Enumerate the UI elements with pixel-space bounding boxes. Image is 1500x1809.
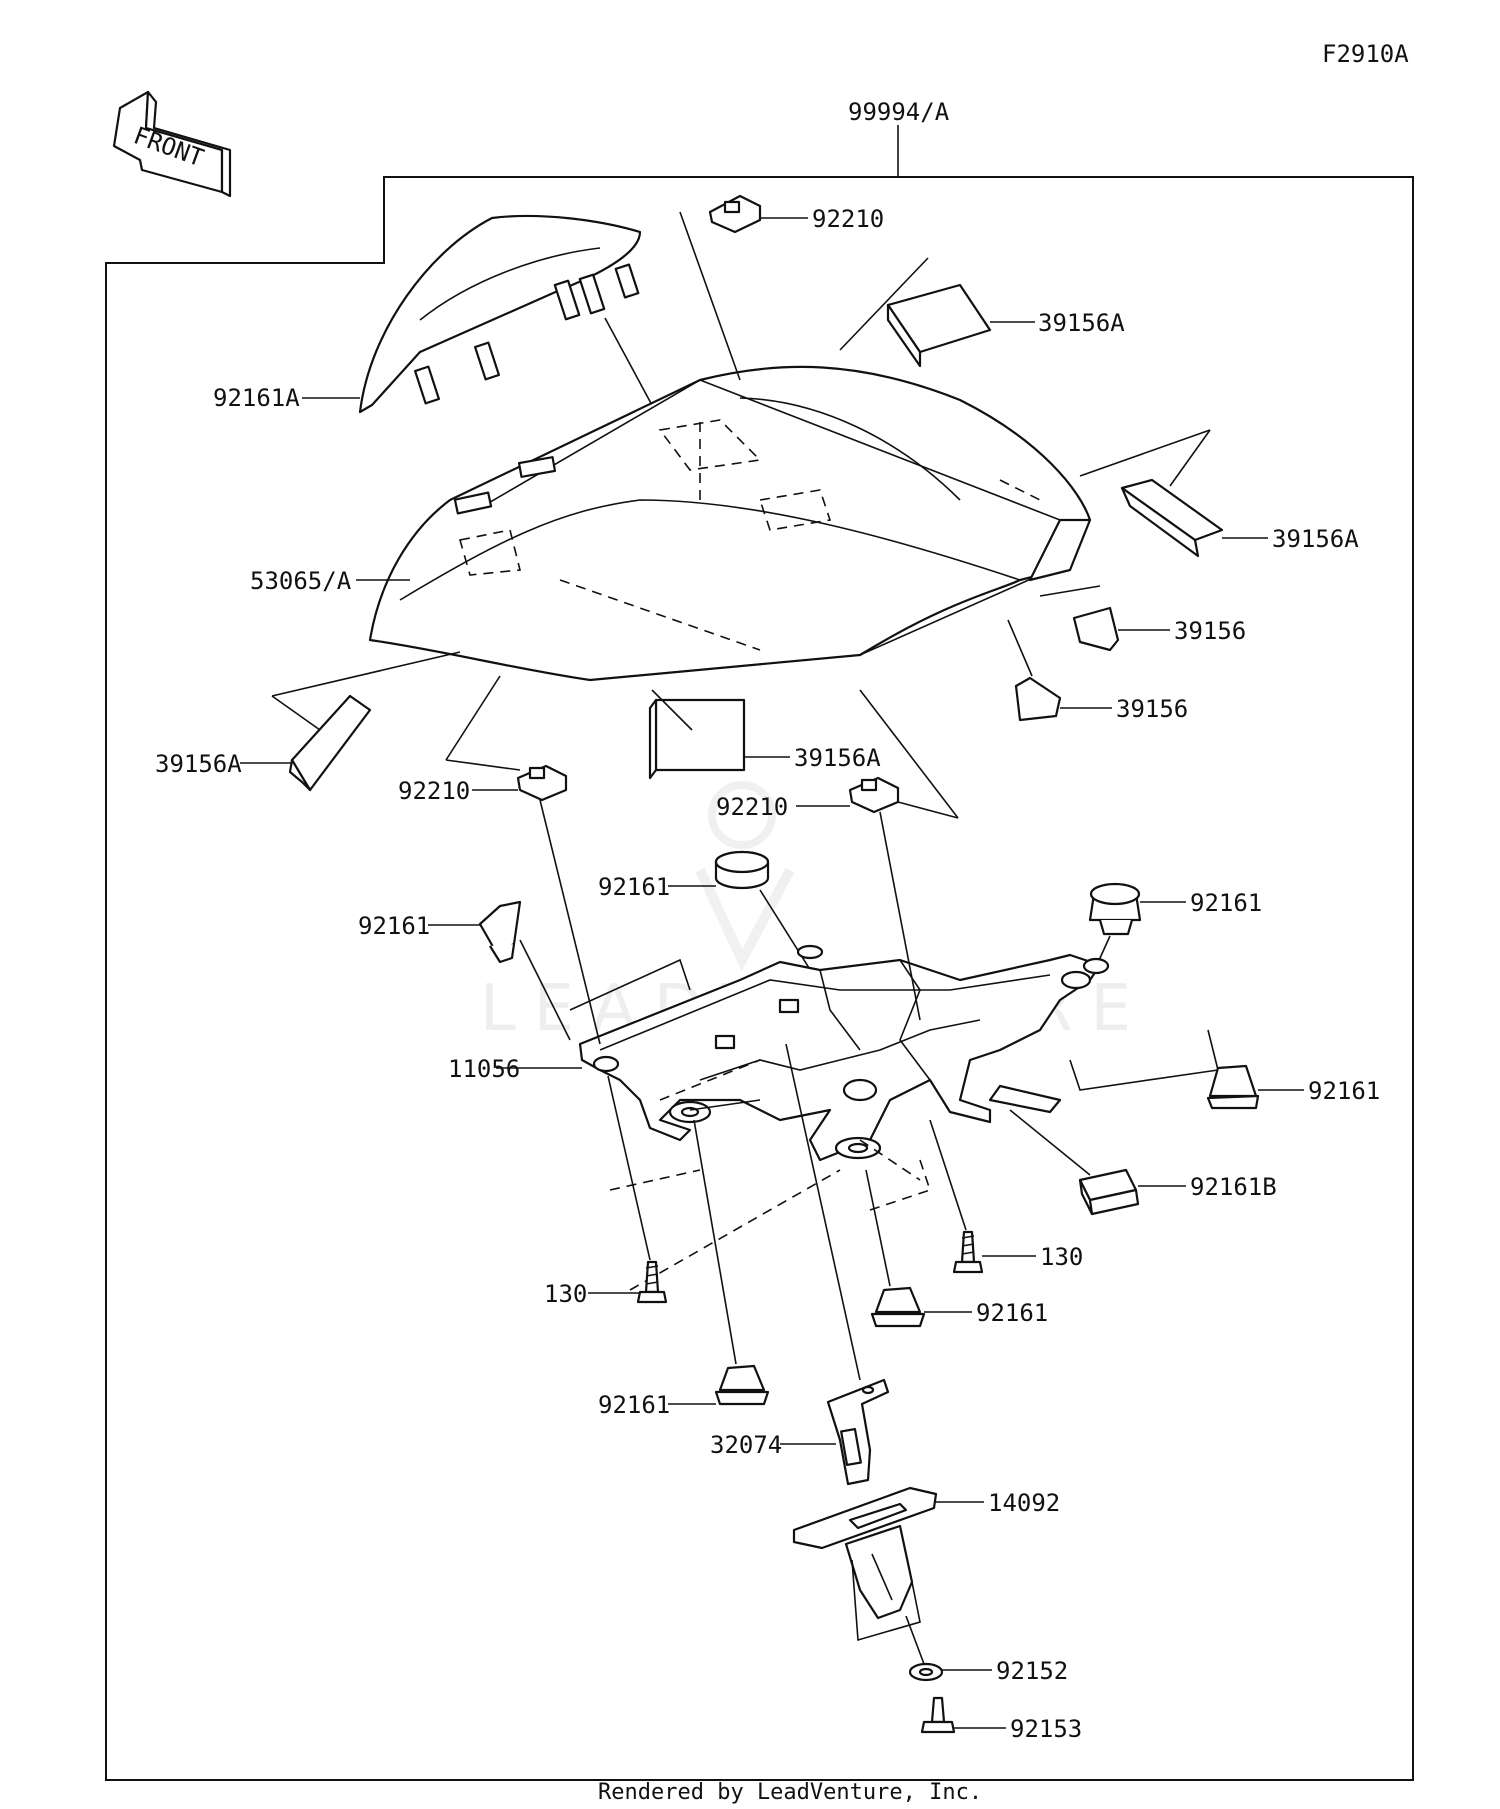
clip-92210-left <box>516 764 568 802</box>
callout-92161B: 92161B <box>1190 1173 1277 1201</box>
pad-39156-a <box>1072 606 1120 652</box>
pad-39156A-upper <box>886 283 992 368</box>
callout-53065A: 53065/A <box>250 567 352 595</box>
callout-92161-lower-center: 92161 <box>976 1299 1048 1327</box>
callout-39156A-right: 39156A <box>1272 525 1359 553</box>
callout-130-left: 130 <box>544 1280 587 1308</box>
bracket-11056 <box>578 944 1110 1181</box>
callout-130-right: 130 <box>1040 1243 1083 1271</box>
screw-92153 <box>920 1696 956 1734</box>
front-arrow-icon: FRONT <box>112 90 232 198</box>
callout-11056: 11056 <box>448 1055 520 1083</box>
callout-92161-right: 92161 <box>1308 1077 1380 1105</box>
clip-92210-center <box>848 776 900 814</box>
callout-92161-center: 92161 <box>598 873 670 901</box>
damper-92161-left <box>478 900 522 964</box>
figure-code: F2910A <box>1322 40 1409 68</box>
pad-39156A-center <box>648 698 746 780</box>
damper-92161-upper-right <box>1088 882 1142 936</box>
cap-92161-center <box>714 850 770 890</box>
callout-39156A-upper: 39156A <box>1038 309 1125 337</box>
callout-39156-a: 39156 <box>1174 617 1246 645</box>
cover-92161A <box>358 214 642 414</box>
callout-92210-center: 92210 <box>716 793 788 821</box>
bolt-130-left <box>636 1260 668 1304</box>
callout-39156A-left: 39156A <box>155 750 242 778</box>
washer-92152 <box>908 1662 944 1682</box>
callout-39156A-center: 39156A <box>794 744 881 772</box>
callout-92210-top: 92210 <box>812 205 884 233</box>
callout-92210-left: 92210 <box>398 777 470 805</box>
assembly-frame <box>105 125 1414 1781</box>
guide-lines <box>569 958 1219 1291</box>
pad-39156-b <box>1014 676 1062 722</box>
callout-32074: 32074 <box>710 1431 782 1459</box>
strap-32074 <box>826 1378 890 1486</box>
callout-92161-upper-right: 92161 <box>1190 889 1262 917</box>
callout-39156-b: 39156 <box>1116 695 1188 723</box>
seat-cowl-53065A <box>368 365 1092 682</box>
assembly-ref-label: 99994/A <box>848 98 950 126</box>
callout-92161-lower-left: 92161 <box>598 1391 670 1419</box>
damper-92161-lower-left <box>714 1364 770 1406</box>
callout-92161A: 92161A <box>213 384 300 412</box>
latch-14092 <box>792 1486 938 1620</box>
callout-14092: 14092 <box>988 1489 1060 1517</box>
callout-92153: 92153 <box>1010 1715 1082 1743</box>
damper-92161-lower-center <box>870 1286 926 1328</box>
bolt-130-right <box>952 1230 984 1274</box>
damper-92161-right <box>1206 1064 1260 1110</box>
block-92161B <box>1078 1168 1140 1216</box>
callout-92161-left: 92161 <box>358 912 430 940</box>
pad-39156A-right <box>1120 478 1224 558</box>
clip-92210-top <box>708 194 762 234</box>
callout-92152: 92152 <box>996 1657 1068 1685</box>
footer-credit: Rendered by LeadVenture, Inc. <box>598 1780 982 1805</box>
pad-39156A-left <box>288 694 372 792</box>
watermark-logo <box>695 781 795 972</box>
